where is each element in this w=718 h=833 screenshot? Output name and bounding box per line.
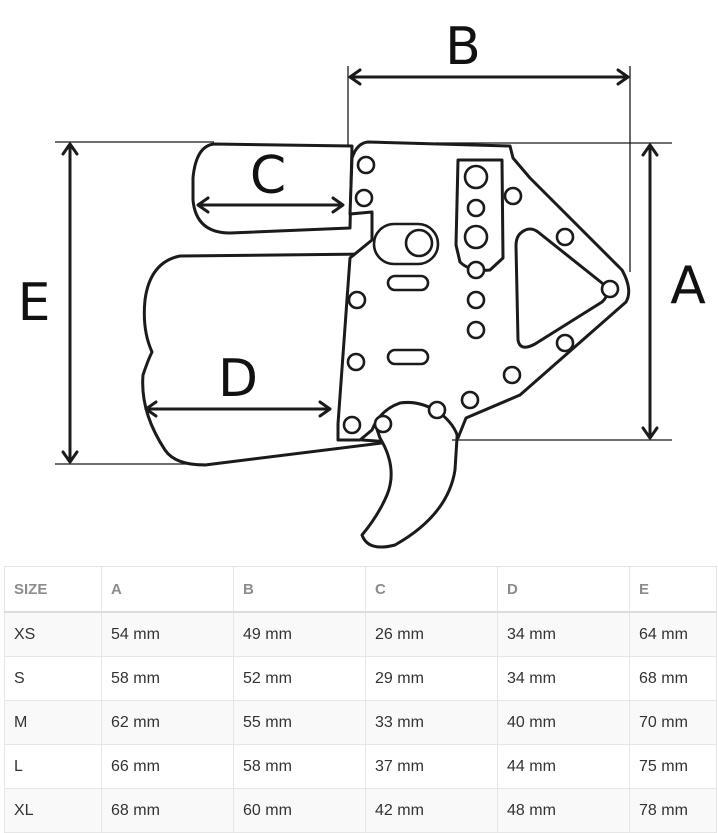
cell-c: 33 mm	[365, 700, 498, 745]
cell-size: S	[4, 656, 102, 701]
cell-b: 58 mm	[233, 744, 366, 789]
cell-size: M	[4, 700, 102, 745]
header-a: A	[101, 566, 234, 613]
cell-d: 48 mm	[497, 788, 630, 833]
table-row: XS 54 mm 49 mm 26 mm 34 mm 64 mm	[4, 611, 717, 657]
cell-a: 54 mm	[101, 611, 234, 657]
cell-b: 49 mm	[233, 611, 366, 657]
label-a: A	[670, 256, 706, 316]
table-row: XL 68 mm 60 mm 42 mm 48 mm 78 mm	[4, 788, 717, 833]
cell-a: 58 mm	[101, 656, 234, 701]
dimension-d: D	[144, 349, 332, 418]
header-e: E	[629, 566, 717, 613]
cell-b: 52 mm	[233, 656, 366, 701]
table-row: S 58 mm 52 mm 29 mm 34 mm 68 mm	[4, 656, 717, 701]
cell-a: 66 mm	[101, 744, 234, 789]
cell-c: 29 mm	[365, 656, 498, 701]
cell-c: 37 mm	[365, 744, 498, 789]
cell-b: 55 mm	[233, 700, 366, 745]
slot-hole	[404, 228, 434, 258]
cell-e: 64 mm	[629, 611, 717, 657]
cell-a: 62 mm	[101, 700, 234, 745]
label-c: C	[250, 146, 286, 206]
dimension-e: E	[18, 141, 214, 465]
cell-e: 70 mm	[629, 700, 717, 745]
palm-piece-outline	[141, 252, 392, 467]
slot-1	[386, 274, 430, 292]
table-row: L 66 mm 58 mm 37 mm 44 mm 75 mm	[4, 744, 717, 789]
cell-size: L	[4, 744, 102, 789]
cell-e: 78 mm	[629, 788, 717, 833]
cell-c: 26 mm	[365, 611, 498, 657]
size-chart-table: SIZE A B C D E XS 54 mm 49 mm 26 mm 34 m…	[4, 566, 717, 833]
dimension-c: C	[196, 146, 345, 214]
finger-loop-outline	[191, 142, 354, 235]
dimension-b: B	[347, 17, 631, 272]
main-plate-outline	[336, 140, 631, 442]
dimension-a: A	[436, 142, 706, 441]
header-d: D	[497, 566, 630, 613]
slot-2	[386, 348, 430, 366]
table-row: M 62 mm 55 mm 33 mm 40 mm 70 mm	[4, 700, 717, 745]
cell-c: 42 mm	[365, 788, 498, 833]
header-size: SIZE	[4, 566, 102, 613]
cell-d: 34 mm	[497, 656, 630, 701]
mounting-holes	[342, 155, 620, 435]
cell-d: 44 mm	[497, 744, 630, 789]
cell-a: 68 mm	[101, 788, 234, 833]
header-c: C	[365, 566, 498, 613]
cell-d: 40 mm	[497, 700, 630, 745]
cell-e: 68 mm	[629, 656, 717, 701]
size-diagram: B A E C D	[18, 17, 706, 549]
label-d: D	[218, 349, 258, 409]
header-b: B	[233, 566, 366, 613]
label-e: E	[18, 273, 51, 333]
label-b: B	[445, 17, 481, 77]
cell-e: 75 mm	[629, 744, 717, 789]
triangle-cutout	[514, 227, 609, 349]
cell-b: 60 mm	[233, 788, 366, 833]
cell-d: 34 mm	[497, 611, 630, 657]
table-header-row: SIZE A B C D E	[4, 566, 717, 613]
cell-size: XS	[4, 611, 102, 657]
cell-size: XL	[4, 788, 102, 833]
